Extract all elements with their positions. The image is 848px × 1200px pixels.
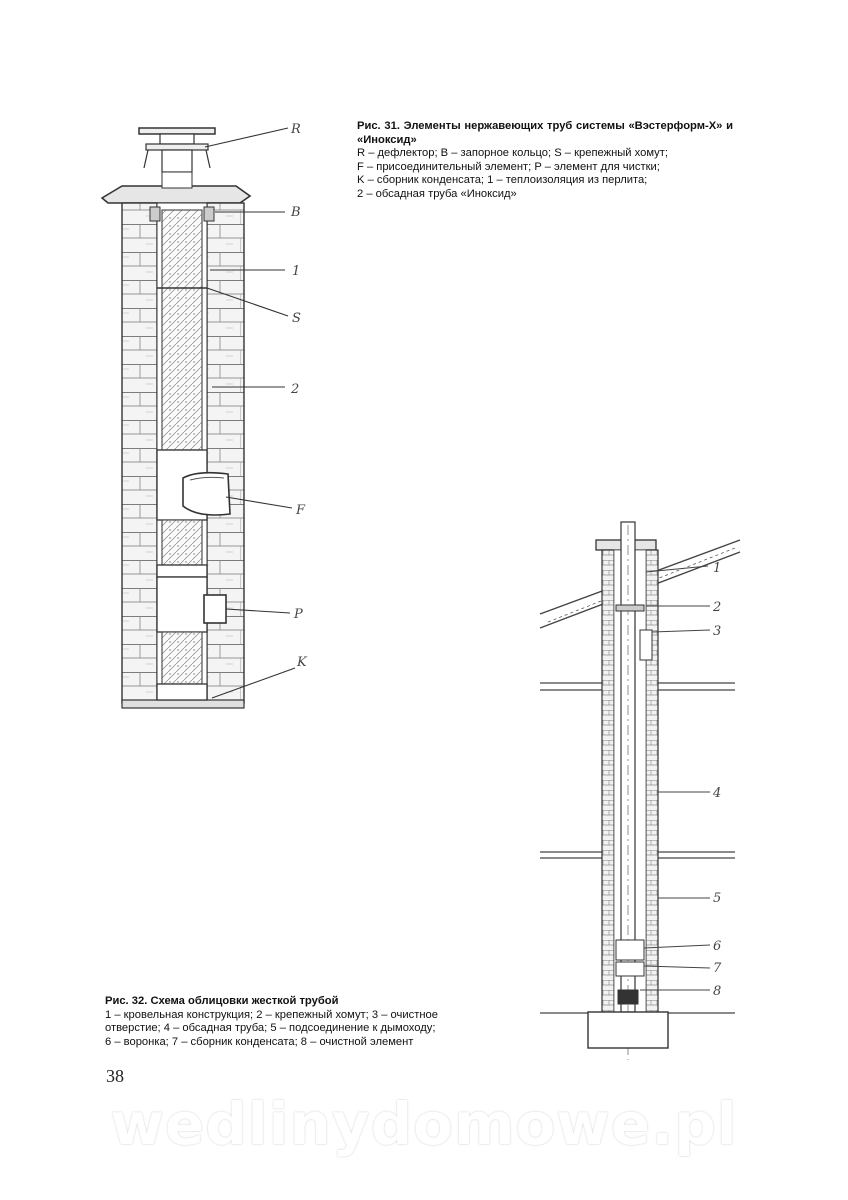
fig31-deflector [138, 127, 216, 173]
figure-31-caption-line: K – сборник конденсата; 1 – теплоизоляци… [357, 174, 648, 187]
fig31-label-K: K [296, 655, 308, 670]
figure-32-caption-line: 6 – воронка; 7 – сборник конденсата; 8 –… [105, 1035, 414, 1048]
fig31-chimney-cap [100, 171, 252, 204]
fig32-label-7: 7 [713, 961, 722, 976]
fig32-leader-lines [640, 565, 711, 991]
fig31-label-P: P [293, 607, 303, 622]
fig31-label-F: F [295, 503, 306, 518]
fig32-label-8: 8 [713, 984, 721, 999]
watermark: wedlinydomowe.pl [110, 1090, 738, 1158]
fig31-inner-pipe [149, 202, 231, 701]
page-number: 38 [106, 1066, 124, 1086]
fig31-label-2: 2 [290, 382, 299, 397]
figure-31-caption-line: F – присоединительный элемент; P – элеме… [357, 160, 660, 173]
figure-31-caption-line: R – дефлектор; B – запорное кольцо; S – … [357, 147, 668, 160]
fig31-label-B: B [290, 205, 301, 220]
figure-31-caption: Рис. 31. Элементы нержавеющих труб систе… [357, 120, 733, 202]
fig32-callout-labels: 1 2 3 4 5 6 7 8 [712, 561, 722, 999]
figure-32-caption-line: 1 – кровельная конструкция; 2 – крепежны… [105, 1008, 438, 1021]
fig32-label-3: 3 [713, 624, 721, 639]
fig31-callout-labels: R B 1 S 2 F P K [290, 122, 308, 670]
fig31-label-S: S [292, 311, 301, 326]
fig32-label-6: 6 [713, 939, 721, 954]
fig32-label-5: 5 [713, 891, 721, 906]
figure-32-caption-title: Рис. 32. Схема облицовки жесткой трубой [105, 995, 339, 1007]
fig32-chimney [587, 521, 669, 1060]
fig31-label-R: R [290, 122, 301, 137]
fig32-label-1: 1 [713, 561, 721, 576]
figure-32-caption-line: отверстие; 4 – обсадная труба; 5 – подсо… [105, 1022, 436, 1035]
figure-31-caption-title: Рис. 31. Элементы нержавеющих труб систе… [357, 120, 733, 146]
fig32-label-4: 4 [712, 786, 721, 801]
figure-32-caption: Рис. 32. Схема облицовки жесткой трубой … [105, 995, 507, 1049]
fig32-label-2: 2 [712, 600, 721, 615]
fig31-leader-lines [204, 127, 296, 699]
figure-31-caption-line: 2 – обсадная труба «Иноксид» [357, 187, 517, 200]
fig31-label-1: 1 [292, 264, 300, 279]
